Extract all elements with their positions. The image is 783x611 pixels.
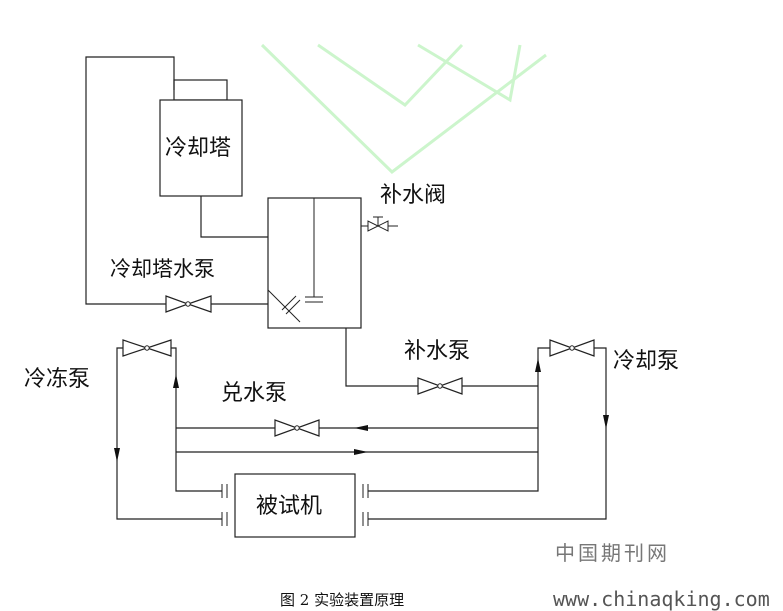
makeup-pump-label: 补水泵 [404, 339, 470, 364]
cooling-pump-label: 冷却泵 [613, 349, 679, 374]
water-tank [267, 197, 362, 329]
arrow-makeup-up [535, 358, 541, 372]
chilled-pump-symbol [122, 339, 172, 357]
chilled-pump-label: 冷冻泵 [24, 367, 90, 392]
mixing-pump-symbol [274, 419, 320, 437]
arrow-chilled-up [173, 374, 179, 388]
flow-arrows [114, 358, 609, 462]
makeup-pump-line [345, 328, 538, 387]
watermark-logo [260, 43, 547, 174]
cooling-tower-pump-label: 冷却塔水泵 [110, 257, 215, 281]
mixing-pump-label: 兑水泵 [221, 381, 287, 406]
watermark-url: www.chinaqking.com [553, 587, 770, 611]
arrow-return-right [354, 449, 368, 455]
cooling-tower-label: 冷却塔 [165, 136, 231, 161]
arrow-cooling-down [603, 415, 609, 429]
watermark-site-name: 中国期刊网 [555, 541, 670, 565]
makeup-pump-symbol [417, 377, 463, 395]
cooling-pump-symbol [549, 339, 595, 357]
arrow-chilled-down [114, 448, 120, 462]
unit-under-test-label: 被试机 [256, 494, 322, 519]
cooling-tower [159, 79, 243, 197]
cooling-tower-loop [85, 56, 268, 305]
figure-caption: 图 2 实验装置原理 [280, 591, 404, 609]
cooling-tower-pump-symbol [165, 295, 212, 313]
unit-under-test [221, 473, 369, 538]
cooling-water-loop [368, 347, 607, 520]
makeup-valve-label: 补水阀 [380, 183, 446, 208]
makeup-valve [361, 216, 398, 232]
arrow-mix-left [354, 425, 368, 431]
